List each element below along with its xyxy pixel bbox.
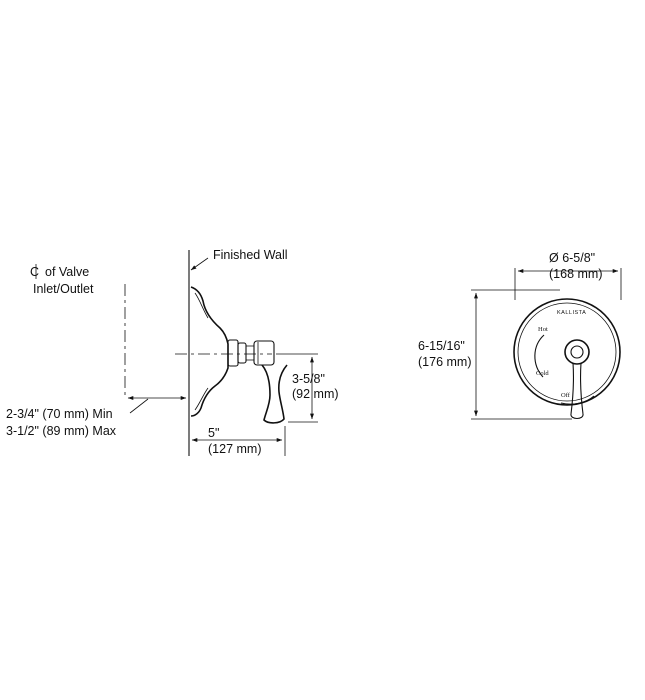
front-height-inches: 6-15/16": [418, 339, 465, 353]
escutcheon-plate-outer: [513, 298, 621, 406]
escutcheon-plate-inner: [517, 302, 617, 402]
bonnet-ring: [227, 339, 239, 367]
centerline-symbol: C: [30, 264, 39, 279]
finished-wall-label: Finished Wall: [213, 248, 288, 262]
depth-mm: (127 mm): [208, 442, 261, 456]
side-height-mm: (92 mm): [292, 387, 339, 401]
brand-logo: KALLISTA: [557, 310, 586, 316]
side-view: Finished Wall C of Valve Inlet/Outlet 3-…: [6, 248, 339, 456]
svg-text:C: C: [30, 265, 39, 279]
front-view: Ø 6-5/8" (168 mm) 6-15/16" (176 mm) KALL…: [418, 251, 622, 420]
dial-label-cold: Cold: [536, 370, 549, 377]
lever-handle: [261, 364, 288, 424]
front-handle-hub-inner: [570, 345, 584, 359]
valve-label-line2: Inlet/Outlet: [33, 282, 94, 296]
escutcheon-profile: [190, 286, 229, 417]
side-height-inches: 3-5/8": [292, 372, 325, 386]
temperature-arc: [534, 334, 545, 378]
dial-label-hot: Hot: [538, 326, 548, 333]
diameter-mm: (168 mm): [549, 267, 602, 281]
finished-wall-leader: [190, 257, 209, 271]
dial-label-off: Off: [561, 392, 571, 399]
off-arc: [560, 395, 595, 405]
escutcheon-inner-edge: [194, 292, 209, 411]
setback-min: 2-3/4" (70 mm) Min: [6, 407, 113, 421]
front-height-mm: (176 mm): [418, 355, 471, 369]
bonnet-collar: [237, 342, 247, 364]
front-lever-handle: [570, 362, 584, 420]
diameter-inches: Ø 6-5/8": [549, 251, 595, 265]
front-handle-hub-outer: [564, 339, 590, 365]
handle-hub: [253, 340, 275, 366]
setback-leader: [129, 398, 149, 414]
setback-max: 3-1/2" (89 mm) Max: [6, 424, 117, 438]
depth-inches: 5": [208, 426, 219, 440]
valve-label-line1: of Valve: [45, 265, 89, 279]
